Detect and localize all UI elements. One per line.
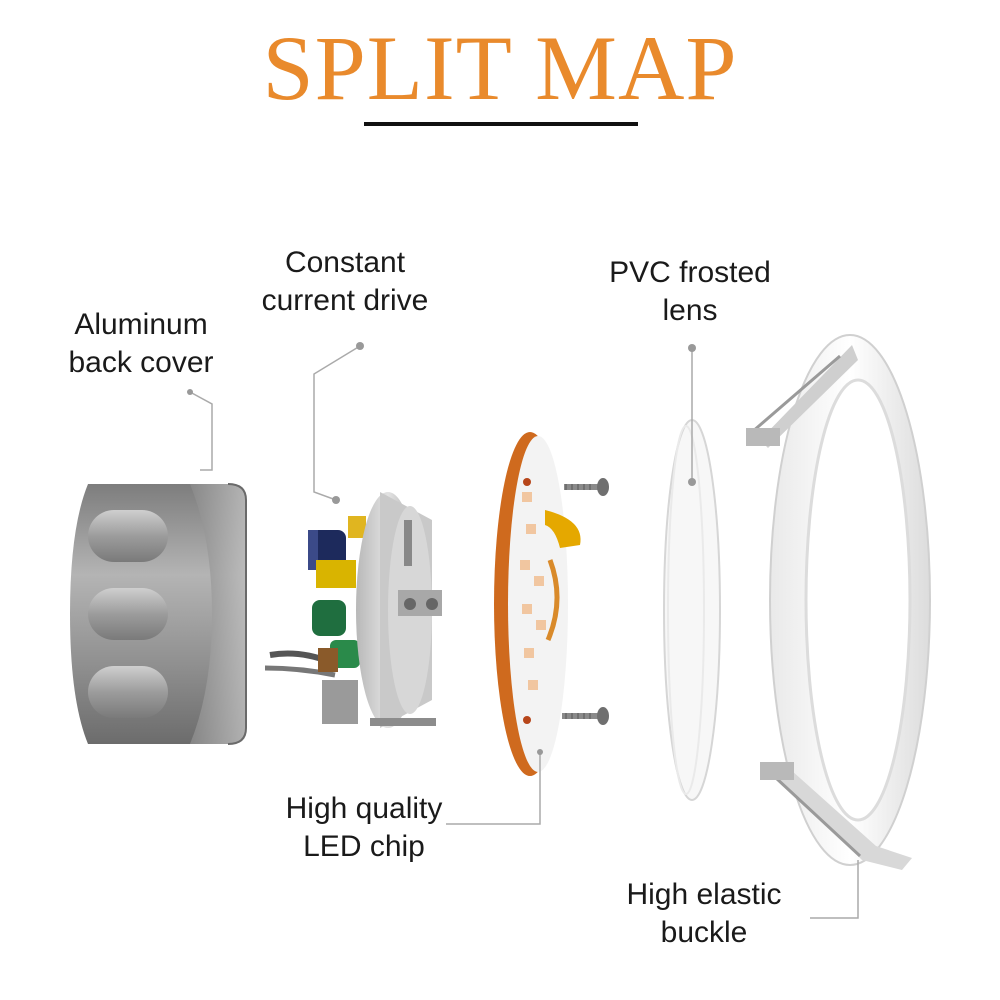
spring-clip-icon <box>746 335 930 870</box>
label-line: Aluminum <box>58 306 224 344</box>
cylinder-housing-icon <box>70 484 246 744</box>
leader-back-cover <box>190 392 212 470</box>
label-constant-current-drive: Constant current drive <box>248 244 442 320</box>
led-pcb-icon <box>494 432 581 776</box>
label-aluminum-back-cover: Aluminum back cover <box>58 306 224 382</box>
label-line: LED chip <box>272 828 456 866</box>
label-line: current drive <box>248 282 442 320</box>
driver-board-icon <box>265 492 442 728</box>
label-line: lens <box>596 292 784 330</box>
label-line: back cover <box>58 344 224 382</box>
label-line: buckle <box>612 914 796 952</box>
label-line: High quality <box>272 790 456 828</box>
label-line: High elastic <box>612 876 796 914</box>
leader-buckle <box>810 860 858 918</box>
leader-dots <box>187 342 696 755</box>
label-high-quality-led-chip: High quality LED chip <box>272 790 456 866</box>
label-line: Constant <box>248 244 442 282</box>
label-line: PVC frosted <box>596 254 784 292</box>
screw-icon <box>562 478 609 725</box>
label-high-elastic-buckle: High elastic buckle <box>612 876 796 952</box>
leader-driver <box>314 346 360 500</box>
label-pvc-frosted-lens: PVC frosted lens <box>596 254 784 330</box>
